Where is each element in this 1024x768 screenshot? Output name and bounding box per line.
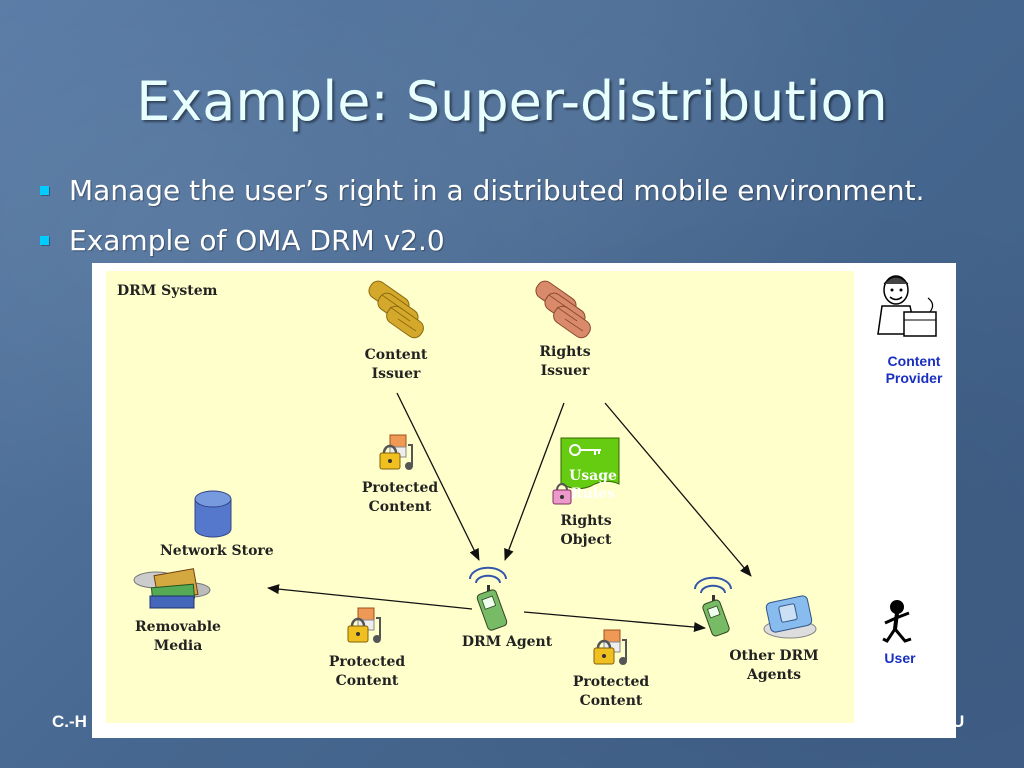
arrow-agent-to-other-agents bbox=[523, 611, 706, 633]
network-store-label: Network Store bbox=[160, 543, 274, 559]
bullet-list: Manage the user’s right in a distributed… bbox=[38, 165, 925, 265]
arrow-rights-issuer-to-other-agents bbox=[604, 402, 752, 577]
arrow-rights-issuer-to-agent bbox=[504, 402, 565, 561]
bullet-item: Example of OMA DRM v2.0 bbox=[38, 215, 925, 265]
slide-title: Example: Super-distribution bbox=[136, 70, 888, 133]
content-issuer-icon bbox=[368, 280, 424, 339]
bullet-square-icon bbox=[40, 235, 49, 245]
protected-content-icon bbox=[379, 434, 413, 470]
phone-icon bbox=[469, 566, 508, 631]
drm-system-label: DRM System bbox=[117, 283, 218, 299]
phone-icon bbox=[694, 576, 732, 637]
drm-agent-label: DRM Agent bbox=[461, 634, 553, 650]
removable-media-icon bbox=[133, 568, 211, 609]
arrow-agent-to-network-store bbox=[267, 584, 473, 610]
database-icon bbox=[194, 490, 232, 538]
bullet-text: Example of OMA DRM v2.0 bbox=[69, 223, 445, 257]
bullet-square-icon bbox=[40, 185, 49, 195]
protected-content-icon bbox=[593, 629, 627, 665]
rights-issuer-icon bbox=[535, 280, 591, 339]
protected-content-icon bbox=[347, 607, 381, 643]
diagram-graphics bbox=[133, 275, 937, 665]
bullet-text: Manage the user’s right in a distributed… bbox=[69, 173, 925, 207]
bullet-item: Manage the user’s right in a distributed… bbox=[38, 165, 925, 215]
device-icon bbox=[763, 595, 817, 639]
user-label: User bbox=[884, 650, 916, 666]
content-provider-icon bbox=[877, 275, 937, 337]
user-icon bbox=[882, 600, 912, 643]
footer-left-text: C.-H bbox=[52, 712, 87, 731]
arrow-content-issuer-to-agent bbox=[396, 392, 480, 561]
usage-rules-icon bbox=[552, 437, 620, 505]
